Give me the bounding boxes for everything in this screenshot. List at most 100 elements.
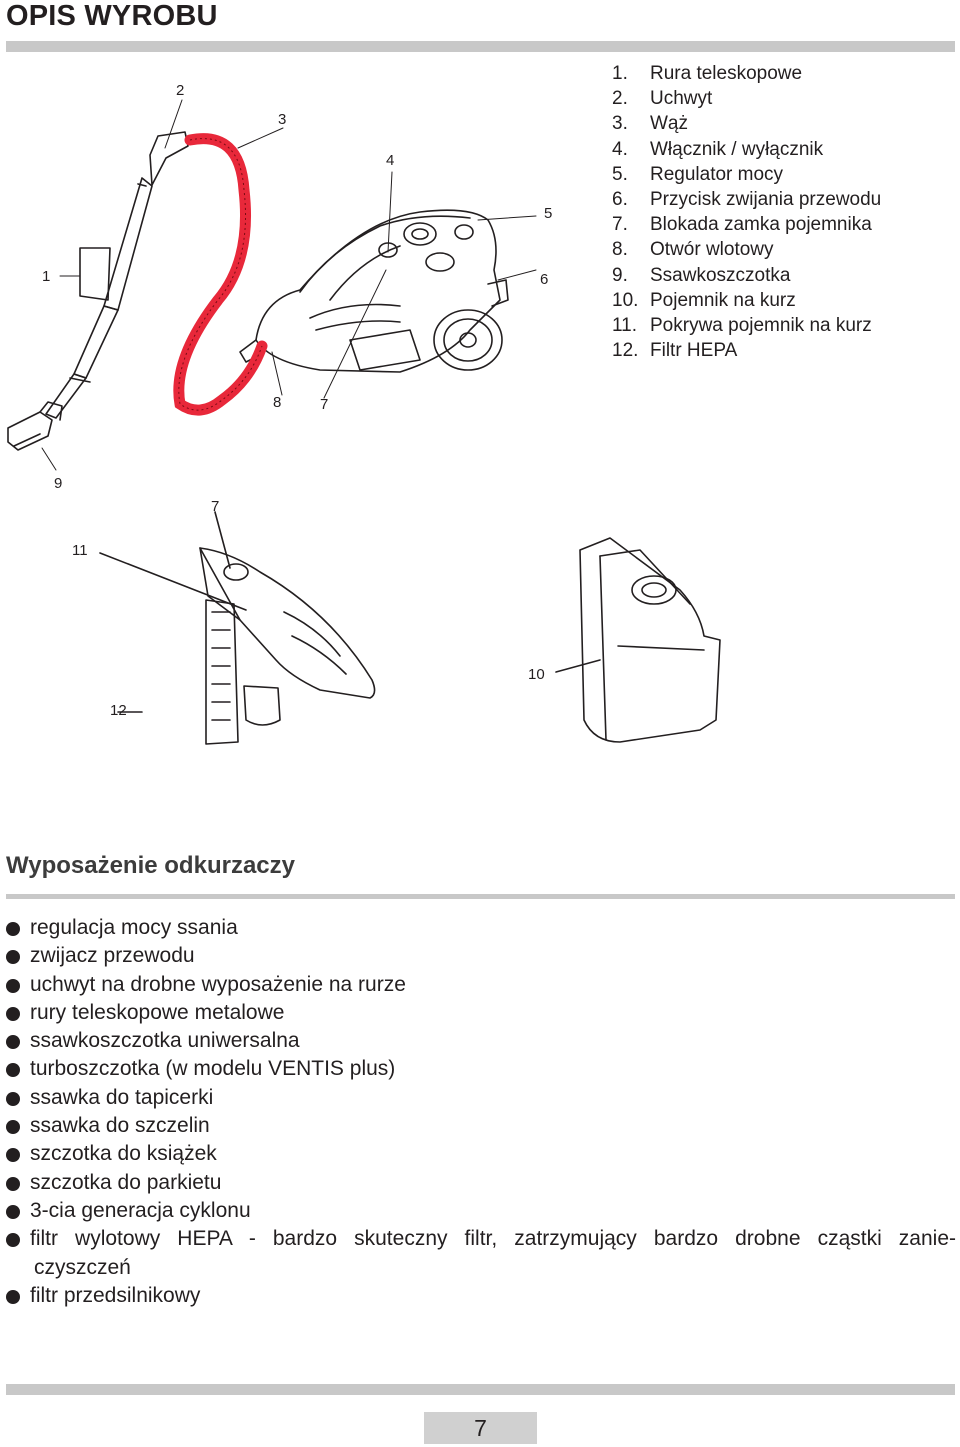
part-number: 12. bbox=[612, 340, 639, 362]
parts-list-item: 6. Przycisk zwijania przewodu bbox=[612, 187, 881, 212]
bullet-icon bbox=[6, 1204, 20, 1219]
parts-list-item: 3. Wąż bbox=[612, 111, 881, 136]
list-item-text: ssawka do tapicerki bbox=[30, 1085, 214, 1109]
bullet-icon bbox=[6, 1091, 20, 1106]
list-item: szczotka do książek bbox=[6, 1140, 956, 1168]
list-item: zwijacz przewodu bbox=[6, 942, 956, 970]
top-rule bbox=[6, 41, 955, 52]
bullet-icon bbox=[6, 1233, 20, 1248]
floor-nozzle-drawing bbox=[7, 401, 63, 451]
bullet-icon bbox=[6, 1176, 20, 1191]
part-label: Wąż bbox=[650, 113, 688, 135]
list-item: ssawkoszczotka uniwersalna bbox=[6, 1027, 956, 1055]
part-number: 11. bbox=[612, 315, 638, 337]
vacuum-illustration bbox=[7, 99, 721, 745]
part-label: Blokada zamka pojemnika bbox=[650, 214, 872, 236]
list-item-text: ssawkoszczotka uniwersalna bbox=[30, 1029, 300, 1053]
list-item-text: regulacja mocy ssania bbox=[30, 916, 238, 939]
list-item: turboszczotka (w modelu VENTIS plus) bbox=[6, 1055, 956, 1083]
bullet-icon bbox=[6, 978, 20, 993]
callout-3: 3 bbox=[278, 111, 287, 128]
parts-list-item: 9.Ssawkoszczotka bbox=[612, 263, 881, 288]
list-item: filtr wylotowy HEPA - bardzo skuteczny f… bbox=[6, 1225, 956, 1282]
bullet-icon bbox=[6, 1120, 20, 1135]
section-heading: Wyposażenie odkurzaczy bbox=[6, 852, 295, 879]
part-number: 5. bbox=[612, 163, 628, 185]
list-item-text: szczotka do parkietu bbox=[30, 1170, 222, 1194]
part-number: 1. bbox=[612, 63, 628, 84]
list-item-text: turboszczotka (w modelu VENTIS plus) bbox=[30, 1057, 396, 1081]
list-item: ssawka do tapicerki bbox=[6, 1084, 956, 1112]
list-item-text: filtr wylotowy HEPA - bardzo skuteczny f… bbox=[30, 1227, 956, 1251]
list-item: regulacja mocy ssania bbox=[6, 914, 956, 942]
parts-list-item: 5. Regulator mocy bbox=[612, 162, 881, 187]
list-item-text: zwijacz przewodu bbox=[30, 944, 195, 968]
list-item: 3-cia generacja cyklonu bbox=[6, 1197, 956, 1225]
part-label: Włącznik / wyłącznik bbox=[650, 138, 824, 160]
leader-lines bbox=[41, 99, 537, 471]
equipment-list: regulacja mocy ssania zwijacz przewodu u… bbox=[6, 914, 956, 1310]
list-item-text: 3-cia generacja cyklonu bbox=[30, 1198, 251, 1222]
list-item-text: szczotka do książek bbox=[30, 1142, 217, 1166]
bullet-icon bbox=[6, 1289, 20, 1304]
dust-container-drawing bbox=[555, 537, 721, 743]
list-item-text: filtr przedsilnikowy bbox=[30, 1283, 201, 1307]
callout-5: 5 bbox=[544, 205, 553, 222]
list-item: rury teleskopowe metalowe bbox=[6, 999, 956, 1027]
callout-2: 2 bbox=[176, 82, 185, 99]
list-item: ssawka do szczelin bbox=[6, 1112, 956, 1140]
part-number: 6. bbox=[612, 189, 628, 211]
part-label: Otwór wlotowy bbox=[650, 239, 774, 261]
list-item: szczotka do parkietu bbox=[6, 1169, 956, 1197]
list-item: uchwyt na drobne wyposażenie na rurze bbox=[6, 971, 956, 999]
hose-drawing bbox=[173, 133, 268, 416]
part-number: 4. bbox=[612, 138, 628, 160]
callout-9: 9 bbox=[54, 475, 63, 492]
part-label: Przycisk zwijania przewodu bbox=[650, 189, 882, 211]
part-number: 3. bbox=[612, 113, 628, 135]
telescopic-tube-drawing bbox=[45, 131, 189, 419]
parts-list-item: 4. Włącznik / wyłącznik bbox=[612, 137, 881, 162]
parts-list-item: 11. Pokrywa pojemnik na kurz bbox=[612, 313, 881, 338]
page-number: 7 bbox=[424, 1412, 537, 1444]
bullet-icon bbox=[6, 950, 20, 965]
page-title: OPIS WYROBU bbox=[6, 0, 218, 32]
part-number: 9. bbox=[612, 264, 628, 286]
list-item: filtr przedsilnikowy bbox=[6, 1282, 956, 1310]
part-number: 8. bbox=[612, 239, 628, 261]
parts-list-item: 7. Blokada zamka pojemnika bbox=[612, 212, 881, 237]
callout-6: 6 bbox=[540, 271, 549, 288]
part-label: Rura teleskopowe bbox=[650, 63, 803, 84]
part-label: Filtr HEPA bbox=[650, 340, 738, 362]
list-item-continuation: czyszczeń bbox=[34, 1255, 131, 1279]
bullet-icon bbox=[6, 1063, 20, 1078]
bullet-icon bbox=[6, 922, 20, 936]
part-number: 2. bbox=[612, 88, 628, 110]
parts-list-item: 10. Pojemnik na kurz bbox=[612, 288, 881, 313]
parts-list-item: 12. Filtr HEPA bbox=[612, 338, 881, 363]
callout-7: 7 bbox=[320, 396, 329, 413]
parts-list-item: 1. Rura teleskopowe bbox=[612, 61, 881, 86]
vacuum-body-drawing bbox=[239, 209, 509, 373]
bullet-icon bbox=[6, 1035, 20, 1050]
callout-10: 10 bbox=[528, 666, 545, 683]
list-item-text: rury teleskopowe metalowe bbox=[30, 1000, 285, 1024]
section-rule bbox=[6, 894, 955, 899]
part-label: Uchwyt bbox=[650, 88, 713, 110]
part-number: 10. bbox=[612, 289, 639, 311]
callout-8: 8 bbox=[273, 394, 282, 411]
callout-7-lower: 7 bbox=[211, 498, 220, 515]
part-label: Pojemnik na kurz bbox=[650, 289, 796, 311]
part-number: 7. bbox=[612, 214, 628, 236]
list-item-text: uchwyt na drobne wyposażenie na rurze bbox=[30, 972, 406, 996]
parts-list-item: 8. Otwór wlotowy bbox=[612, 237, 881, 262]
callout-1: 1 bbox=[42, 268, 51, 285]
bottom-rule bbox=[6, 1384, 955, 1395]
callout-12: 12 bbox=[110, 702, 127, 719]
lid-filter-drawing bbox=[99, 511, 376, 745]
bullet-icon bbox=[6, 1006, 20, 1021]
part-label: Regulator mocy bbox=[650, 163, 784, 185]
callout-11: 11 bbox=[72, 542, 88, 559]
part-label: Pokrywa pojemnik na kurz bbox=[650, 315, 872, 337]
parts-list: 1. Rura teleskopowe 2. Uchwyt 3. Wąż 4. Włąc… bbox=[612, 61, 881, 363]
